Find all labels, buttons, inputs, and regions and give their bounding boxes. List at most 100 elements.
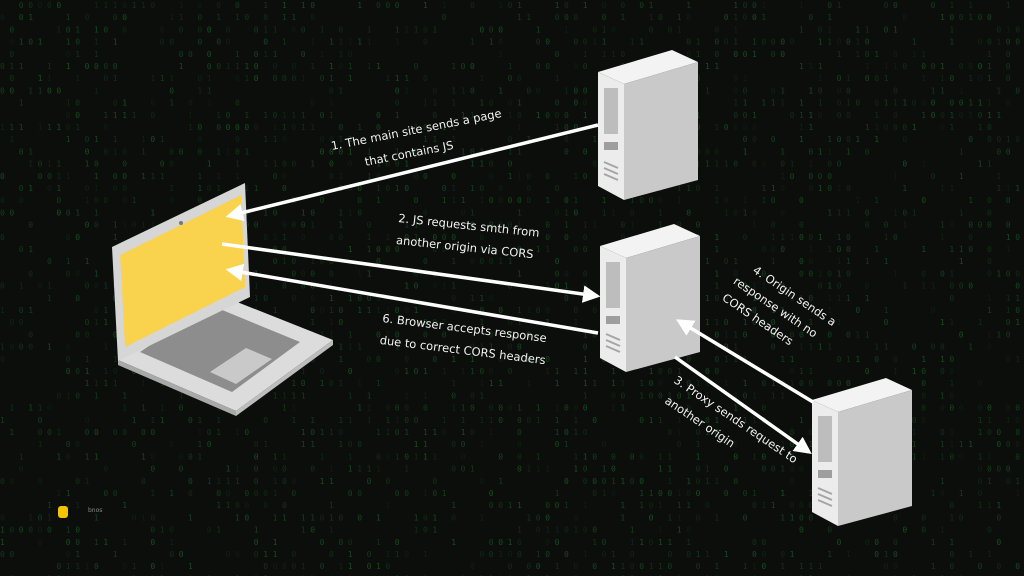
svg-text:0: 0 <box>38 526 43 535</box>
svg-text:1: 1 <box>113 147 118 156</box>
svg-text:0: 0 <box>122 147 127 156</box>
svg-text:0: 0 <box>724 196 729 205</box>
svg-text:0: 0 <box>479 257 484 266</box>
svg-text:1: 1 <box>818 62 823 71</box>
svg-text:0: 0 <box>498 221 503 230</box>
svg-text:0: 0 <box>733 269 738 278</box>
svg-text:1: 1 <box>996 172 1001 181</box>
svg-text:0: 0 <box>9 50 14 59</box>
svg-text:0: 0 <box>790 294 795 303</box>
svg-text:0: 0 <box>837 38 842 47</box>
svg-text:0: 0 <box>865 208 870 217</box>
svg-text:1: 1 <box>216 477 221 486</box>
svg-text:0: 0 <box>893 233 898 242</box>
svg-text:1: 1 <box>677 184 682 193</box>
svg-text:0: 0 <box>216 123 221 132</box>
svg-text:0: 0 <box>545 172 550 181</box>
svg-text:0: 0 <box>592 306 597 315</box>
svg-text:0: 0 <box>207 526 212 535</box>
svg-text:1: 1 <box>837 50 842 59</box>
svg-text:1: 1 <box>799 574 804 576</box>
svg-text:1: 1 <box>893 367 898 376</box>
svg-text:0: 0 <box>404 306 409 315</box>
svg-text:0: 0 <box>752 501 757 510</box>
svg-text:0: 0 <box>404 184 409 193</box>
svg-text:1: 1 <box>357 465 362 474</box>
svg-text:1: 1 <box>752 111 757 120</box>
svg-text:1: 1 <box>940 391 945 400</box>
svg-text:1: 1 <box>818 233 823 242</box>
svg-text:1: 1 <box>301 208 306 217</box>
svg-text:1: 1 <box>912 38 917 47</box>
svg-text:0: 0 <box>19 318 24 327</box>
svg-text:0: 0 <box>884 123 889 132</box>
svg-text:1: 1 <box>724 330 729 339</box>
svg-text:0: 0 <box>592 330 597 339</box>
svg-text:1: 1 <box>808 111 813 120</box>
svg-text:0: 0 <box>733 452 738 461</box>
svg-text:1: 1 <box>9 62 14 71</box>
svg-text:0: 0 <box>517 111 522 120</box>
svg-text:1: 1 <box>122 99 127 108</box>
svg-text:0: 0 <box>931 99 936 108</box>
svg-text:1: 1 <box>696 50 701 59</box>
svg-text:0: 0 <box>235 74 240 83</box>
svg-text:0: 0 <box>545 550 550 559</box>
svg-text:1: 1 <box>28 404 33 413</box>
svg-text:0: 0 <box>207 25 212 34</box>
svg-text:0: 0 <box>254 538 259 547</box>
svg-text:0: 0 <box>376 330 381 339</box>
svg-text:0: 0 <box>658 489 663 498</box>
svg-text:0: 0 <box>75 38 80 47</box>
svg-text:1: 1 <box>912 440 917 449</box>
svg-text:0: 0 <box>150 135 155 144</box>
svg-text:0: 0 <box>658 391 663 400</box>
svg-text:1: 1 <box>122 391 127 400</box>
svg-text:1: 1 <box>282 1 287 10</box>
svg-text:0: 0 <box>357 184 362 193</box>
svg-text:0: 0 <box>536 513 541 522</box>
svg-text:1: 1 <box>649 1 654 10</box>
svg-text:0: 0 <box>696 123 701 132</box>
svg-text:0: 0 <box>1015 428 1020 437</box>
svg-text:1: 1 <box>451 501 456 510</box>
svg-text:1: 1 <box>338 50 343 59</box>
svg-text:1: 1 <box>564 25 569 34</box>
svg-text:1: 1 <box>94 379 99 388</box>
svg-text:0: 0 <box>38 538 43 547</box>
svg-text:1: 1 <box>423 574 428 576</box>
svg-text:1: 1 <box>978 416 983 425</box>
svg-text:1: 1 <box>103 111 108 120</box>
svg-text:0: 0 <box>150 513 155 522</box>
svg-text:1: 1 <box>949 379 954 388</box>
svg-text:0: 0 <box>686 526 691 535</box>
svg-text:0: 0 <box>19 306 24 315</box>
svg-text:0: 0 <box>310 99 315 108</box>
svg-text:0: 0 <box>752 538 757 547</box>
svg-text:1: 1 <box>630 221 635 230</box>
svg-text:0: 0 <box>921 196 926 205</box>
svg-text:0: 0 <box>761 562 766 571</box>
svg-text:1: 1 <box>85 196 90 205</box>
svg-text:1: 1 <box>752 282 757 291</box>
svg-text:0: 0 <box>564 294 569 303</box>
svg-text:0: 0 <box>385 184 390 193</box>
svg-text:1: 1 <box>705 465 710 474</box>
svg-text:0: 0 <box>733 123 738 132</box>
svg-text:1: 1 <box>56 428 61 437</box>
svg-text:1: 1 <box>103 343 108 352</box>
svg-text:0: 0 <box>479 306 484 315</box>
svg-text:1: 1 <box>75 501 80 510</box>
svg-text:0: 0 <box>235 501 240 510</box>
svg-text:1: 1 <box>733 282 738 291</box>
svg-text:0: 0 <box>122 184 127 193</box>
svg-text:1: 1 <box>714 562 719 571</box>
svg-text:1: 1 <box>235 465 240 474</box>
svg-text:1: 1 <box>56 123 61 132</box>
svg-text:0: 0 <box>329 574 334 576</box>
svg-text:0: 0 <box>169 526 174 535</box>
svg-text:0: 0 <box>837 538 842 547</box>
svg-text:0: 0 <box>451 294 456 303</box>
svg-text:1: 1 <box>19 123 24 132</box>
svg-text:0: 0 <box>902 208 907 217</box>
